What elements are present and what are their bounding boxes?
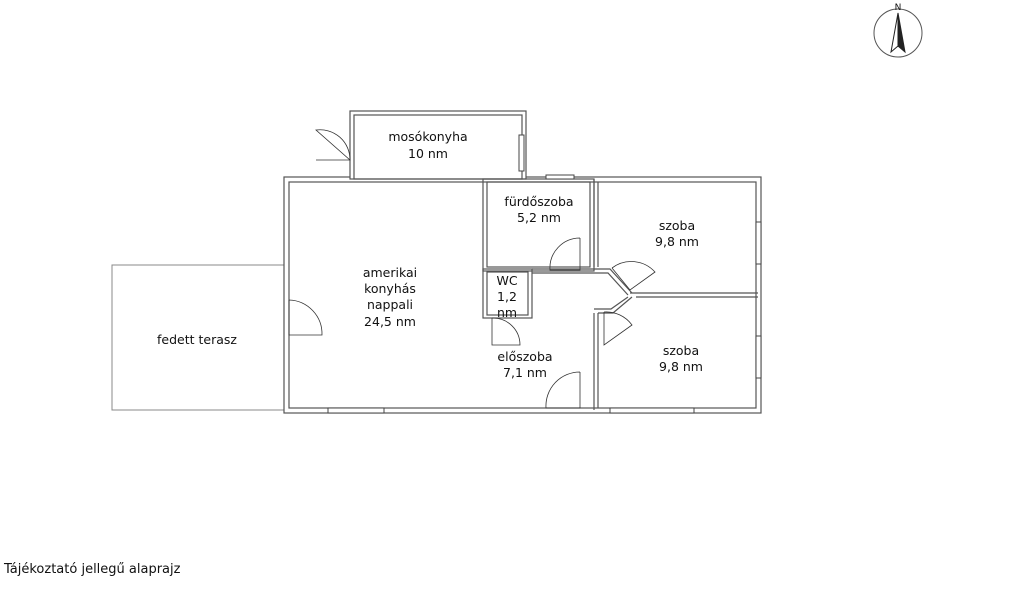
plan-caption: Tájékoztató jellegű alaprajz [4,562,181,577]
terrace-outline [111,264,284,411]
label-nappali-line1: amerikai [363,265,417,280]
window-bedroom2-right [755,335,762,379]
corridor-wall-upper-inner [532,272,629,296]
label-szoba2-name: szoba [663,343,699,358]
label-wc-area-unit: nm [497,305,517,320]
wc-wall [482,268,533,319]
window-bathroom [545,174,575,180]
compass-arrow-right [897,12,906,54]
door-wc [491,317,521,346]
window-bedroom1-right [755,221,762,265]
label-nappali-area: 24,5 nm [364,314,416,329]
window-bedroom2-bottom [609,407,695,414]
wc-wall-inner [486,271,529,316]
label-furdoszoba-name: fürdőszoba [504,194,573,209]
label-eloszoba-area: 7,1 nm [503,365,547,380]
compass-north-label: N [895,3,902,13]
label-nappali-line3: nappali [367,297,413,312]
label-mosokonyha-area: 10 nm [408,146,448,161]
label-wc-area-num: 1,2 [497,289,517,304]
label-szoba1-name: szoba [659,218,695,233]
door-bedroom2 [603,311,633,346]
label-wc-name: WC [496,273,517,288]
label-eloszoba-name: előszoba [497,349,552,364]
compass-ring [873,8,923,58]
outer-wall [283,176,762,414]
door-laundry-exterior [315,129,351,161]
label-nappali-line2: konyhás [364,281,416,296]
bathroom-wall-inner [486,181,591,268]
door-terrace [288,299,323,336]
corridor-wall-upper [532,268,633,294]
label-furdoszoba-area: 5,2 nm [517,210,561,225]
corridor-wall-lower-inner [594,296,629,310]
door-bathroom [549,237,581,271]
north-compass-icon: N [873,3,923,58]
label-szoba1-area: 9,8 nm [655,234,699,249]
label-mosokonyha-name: mosókonyha [388,129,467,144]
label-terasz-name: fedett terasz [157,332,237,347]
window-living-bottom [327,407,385,414]
door-bedroom1 [611,261,656,291]
label-szoba2-area: 9,8 nm [659,359,703,374]
door-entrance [545,371,581,409]
laundry-annex-wall [349,110,527,180]
compass-arrow-left [890,12,899,54]
window-laundry-right [518,134,525,172]
